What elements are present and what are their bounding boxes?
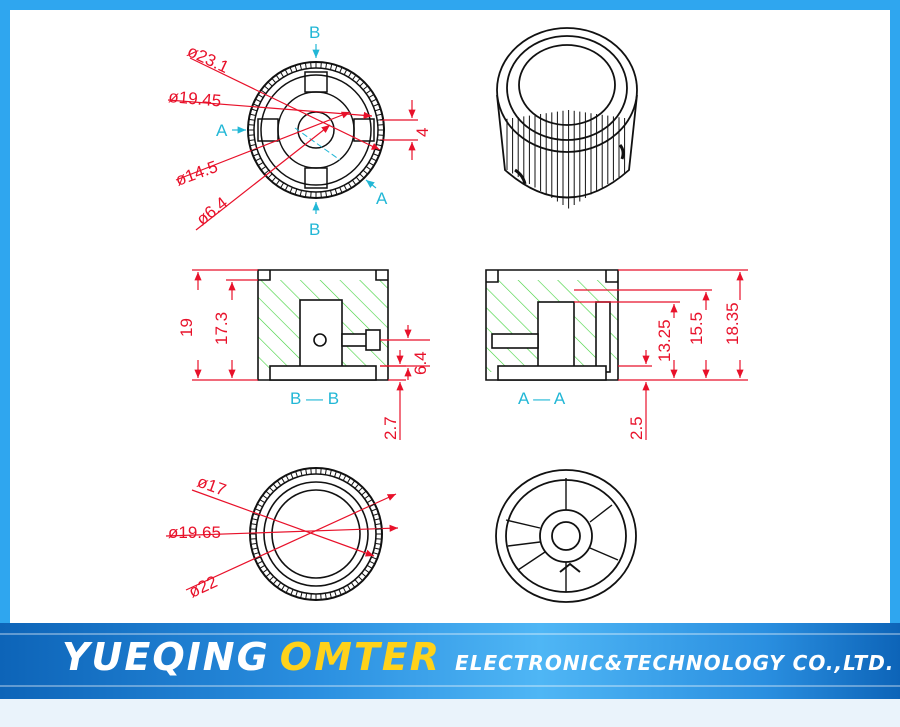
bottom-view: ø17 ø19.65 ø22: [165, 467, 399, 602]
section-bb-view: 19 17.3 6.4 2.7 B — B: [177, 269, 430, 440]
dim-outer-diameter: ø23.1: [184, 41, 231, 77]
dim-bb-base: 2.7: [381, 416, 400, 440]
dim-inner-ring-diameter: ø19.45: [168, 87, 222, 111]
section-a-left-label: A: [216, 121, 228, 140]
isometric-bottom-view: [495, 469, 637, 603]
dim-bottom-inner: ø17: [195, 472, 229, 500]
company-name-part2: OMTER: [279, 635, 442, 679]
section-a-right-label: A: [376, 189, 388, 208]
top-view: B B A A ø23.1 ø19.45 ø14.5 ø6.4 4: [168, 23, 432, 239]
section-bb-label: B — B: [290, 389, 339, 408]
dim-shaft-diameter: ø6.4: [193, 193, 232, 229]
dim-aa-cavity-depth: 13.25: [655, 319, 674, 362]
dim-bb-inner-height: 17.3: [212, 312, 231, 345]
section-b-bottom-label: B: [309, 220, 320, 239]
dim-aa-base: 2.5: [627, 416, 646, 440]
company-name-part3: ELECTRONIC&TECHNOLOGY CO.,LTD.: [455, 651, 895, 675]
section-aa-view: 18.35 15.5 13.25 2.5 A — A: [485, 269, 748, 440]
dim-aa-shaft-depth: 15.5: [687, 312, 706, 345]
dim-bottom-ring: ø19.65: [168, 523, 221, 542]
section-b-top-label: B: [309, 23, 320, 42]
dim-aa-height: 18.35: [723, 302, 742, 345]
dim-flat-width: 4: [413, 128, 432, 137]
dim-cavity-diameter: ø14.5: [173, 157, 220, 190]
company-name-part1: YUEQING: [62, 635, 270, 679]
section-aa-label: A — A: [518, 389, 566, 408]
isometric-top-view: [496, 27, 638, 209]
dim-bb-height: 19: [177, 318, 196, 337]
dim-bb-screw: 6.4: [411, 351, 430, 375]
footer-strip: [0, 699, 900, 727]
